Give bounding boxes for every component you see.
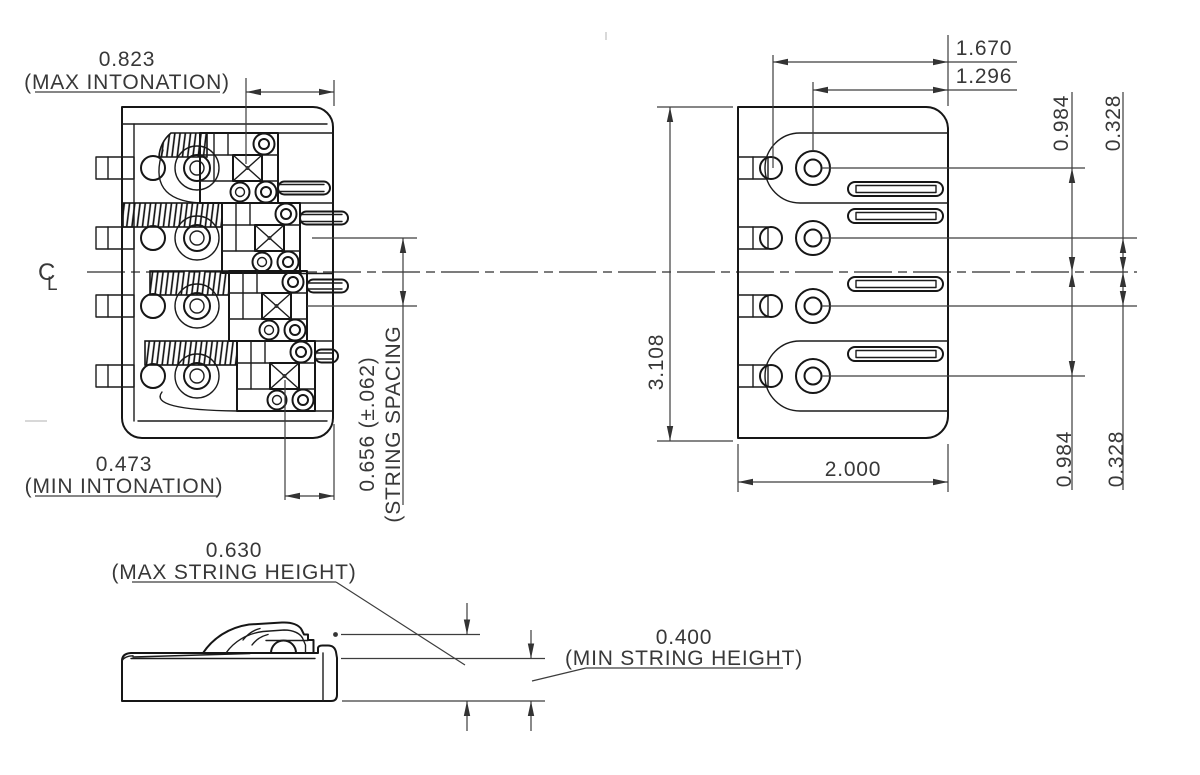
dim-overall-length-value: 3.108 bbox=[645, 334, 668, 391]
dim-inner-hole-span: 1.296 bbox=[812, 65, 1017, 151]
top-view-baseplate bbox=[121, 106, 334, 439]
dim-max-intonation-value: 0.823 bbox=[99, 48, 156, 71]
back-view-baseplate bbox=[737, 106, 949, 439]
dim-min-intonation-value: 0.473 bbox=[96, 453, 153, 476]
dim-upper-hole-to-centerline: 0.984 0.984 bbox=[1050, 92, 1076, 490]
side-view-baseplate bbox=[121, 644, 338, 702]
saddle-4 bbox=[236, 340, 339, 412]
side-view bbox=[121, 621, 338, 702]
dim-overall-length: 3.108 bbox=[645, 106, 733, 442]
dim-min-intonation: 0.473 (MIN INTONATION) bbox=[25, 380, 335, 500]
dim-min-string-height-label: (MIN STRING HEIGHT) bbox=[565, 647, 803, 670]
dim-upper-hole-span: 1.670 bbox=[772, 35, 1017, 168]
dim-upper-hole-to-centerline-value: 0.984 bbox=[1050, 95, 1073, 152]
dim-max-intonation-label: (MAX INTONATION) bbox=[24, 71, 230, 94]
string-anchor-tabs bbox=[737, 156, 783, 388]
dim-max-string-height-value: 0.630 bbox=[206, 539, 263, 562]
top-view bbox=[95, 106, 349, 439]
intonation-screw-1 bbox=[277, 180, 331, 196]
side-view-reference-lines bbox=[333, 632, 545, 702]
centerline-symbol-l: L bbox=[47, 274, 58, 295]
dim-base-width-value: 2.000 bbox=[825, 458, 882, 481]
mounting-slots bbox=[847, 181, 944, 362]
dim-string-spacing: 0.656 (±.062) (STRING SPACING bbox=[307, 237, 417, 523]
dim-min-string-height-value: 0.400 bbox=[656, 626, 713, 649]
dim-lower-slot-to-centerline-value: 0.328 bbox=[1105, 431, 1128, 488]
mount-tabs-left bbox=[95, 156, 135, 388]
dim-inner-hole-span-value: 1.296 bbox=[956, 65, 1013, 88]
dim-string-spacing-value: 0.656 (±.062) bbox=[356, 356, 379, 491]
intonation-springs bbox=[122, 132, 238, 366]
dim-base-width: 2.000 bbox=[737, 444, 949, 492]
intonation-screw-3 bbox=[306, 278, 349, 294]
dim-min-string-height: 0.400 (MIN STRING HEIGHT) bbox=[527, 626, 803, 731]
dim-upper-hole-span-value: 1.670 bbox=[956, 37, 1013, 60]
dim-max-string-height: 0.630 (MAX STRING HEIGHT) bbox=[111, 539, 471, 731]
dim-string-spacing-label: (STRING SPACING bbox=[382, 325, 405, 522]
dim-lower-hole-to-centerline-value: 0.984 bbox=[1053, 431, 1076, 488]
side-view-saddle bbox=[202, 621, 315, 654]
dim-max-string-height-label: (MAX STRING HEIGHT) bbox=[111, 561, 356, 584]
dim-max-intonation: 0.823 (MAX INTONATION) bbox=[24, 48, 335, 164]
dim-upper-slot-to-centerline-value: 0.328 bbox=[1102, 95, 1125, 152]
dim-upper-slot-to-centerline: 0.328 0.328 bbox=[1102, 92, 1128, 490]
dimensions: 0.823 (MAX INTONATION) 0.473 (MIN INTONA… bbox=[24, 35, 1137, 731]
intonation-screw-4 bbox=[314, 348, 339, 364]
centerline: C L bbox=[38, 259, 1137, 295]
intonation-screw-2 bbox=[299, 210, 349, 226]
centerline-symbol-c: C bbox=[38, 259, 55, 286]
dim-min-intonation-label: (MIN INTONATION) bbox=[25, 475, 224, 498]
